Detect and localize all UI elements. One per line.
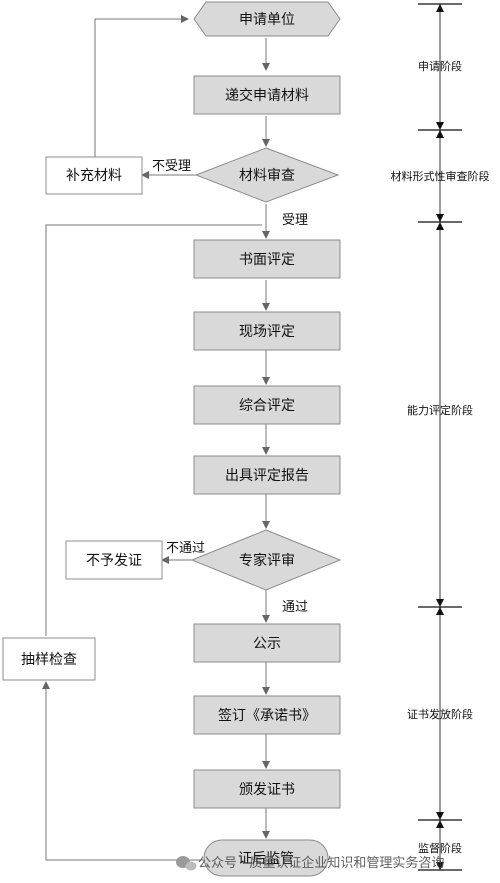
stage-application-label: 申请阶段 (418, 59, 462, 73)
watermark: 公众号 · 质量认证企业知识和管理实务咨询 (176, 855, 444, 871)
node-no-certificate: 不予发证 (65, 540, 163, 580)
node-sampling-check-label: 抽样检查 (21, 652, 77, 668)
node-expert-review-label: 专家评审 (239, 552, 295, 569)
node-submit-materials: 递交申请材料 (193, 75, 341, 115)
edge-not-accepted-label: 不受理 (152, 159, 191, 174)
edge-not-passed-label: 不通过 (166, 541, 205, 556)
node-expert-review: 专家评审 (190, 529, 342, 591)
node-sign-commitment: 签订《承诺书》 (193, 695, 341, 735)
node-material-review: 材料审查 (194, 147, 340, 203)
wechat-icon (176, 856, 197, 871)
node-apply-unit-label: 申请单位 (239, 12, 295, 28)
node-material-review-label: 材料审查 (239, 168, 295, 184)
node-written-review: 书面评定 (193, 239, 341, 279)
node-public-notice-label: 公示 (253, 636, 281, 652)
node-issue-certificate: 颁发证书 (193, 769, 341, 809)
stage-formal-review-label: 材料形式性审查阶段 (391, 169, 490, 183)
node-written-review-label: 书面评定 (239, 252, 295, 268)
watermark-text: 公众号 · 质量认证企业知识和管理实务咨询 (198, 855, 444, 871)
edge-passed-label: 通过 (282, 600, 308, 615)
node-public-notice: 公示 (193, 623, 341, 663)
stage-supervision-label: 监督阶段 (418, 841, 462, 855)
stage-certification-label: 证书发放阶段 (407, 707, 473, 721)
node-sign-commitment-label: 签订《承诺书》 (218, 707, 316, 724)
node-site-review-label: 现场评定 (239, 324, 295, 340)
node-overall-review-label: 综合评定 (239, 398, 295, 414)
node-overall-review: 综合评定 (193, 385, 341, 425)
stage-timeline: 申请阶段 材料形式性审查阶段 能力评定阶段 证书发放阶段 监督阶段 (391, 3, 490, 871)
node-site-review: 现场评定 (193, 311, 341, 351)
connectors (42, 15, 270, 861)
edge-accepted-label: 受理 (282, 213, 308, 228)
node-submit-materials-label: 递交申请材料 (225, 87, 309, 104)
node-issue-report-label: 出具评定报告 (225, 468, 309, 484)
node-issue-certificate-label: 颁发证书 (239, 782, 295, 798)
node-post-supervision: 证后监管 (203, 839, 329, 877)
node-sampling-check: 抽样检查 (2, 637, 96, 681)
node-issue-report: 出具评定报告 (193, 455, 341, 495)
node-supplement-label: 补充材料 (66, 168, 122, 184)
node-apply-unit: 申请单位 (193, 1, 341, 37)
node-supplement: 补充材料 (45, 156, 143, 195)
node-no-certificate-label: 不予发证 (86, 553, 142, 569)
node-post-supervision-label: 证后监管 (238, 851, 294, 867)
stage-capability-label: 能力评定阶段 (407, 403, 473, 417)
